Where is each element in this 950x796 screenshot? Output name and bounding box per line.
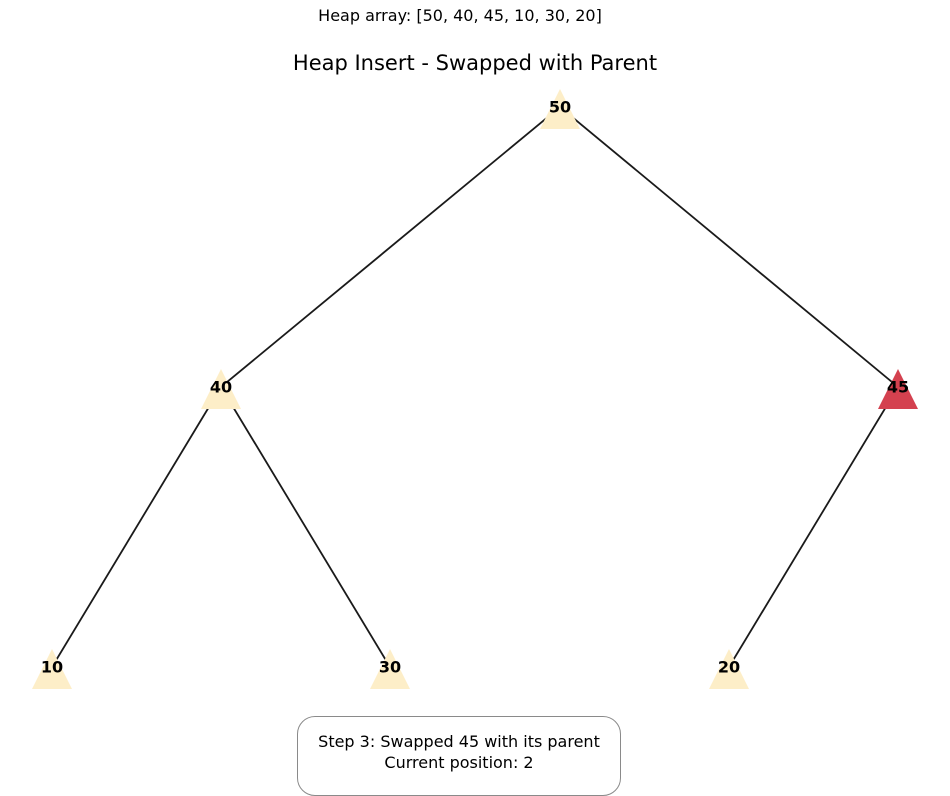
node-label: 20 — [718, 658, 740, 677]
tree-node: 20 — [709, 649, 749, 689]
tree-edge — [220, 106, 561, 388]
node-marker — [32, 649, 72, 689]
step-status-box: Step 3: Swapped 45 with its parent Curre… — [297, 716, 621, 796]
tree-node: 30 — [370, 649, 410, 689]
tree-edge — [728, 386, 899, 668]
node-label: 10 — [41, 658, 63, 677]
node-label: 40 — [210, 378, 232, 397]
node-marker-highlighted — [878, 369, 918, 409]
node-marker — [370, 649, 410, 689]
node-marker — [201, 369, 241, 409]
tree-edges — [51, 106, 899, 668]
tree-edge — [220, 386, 391, 668]
tree-node: 50 — [540, 89, 580, 129]
current-position: Current position: 2 — [384, 753, 534, 772]
tree-nodes: 50 40 45 10 30 20 — [32, 89, 918, 689]
node-marker — [540, 89, 580, 129]
diagram-title: Heap Insert - Swapped with Parent — [292, 51, 658, 75]
heap-array-caption: Heap array: [50, 40, 45, 10, 30, 20] — [318, 6, 602, 25]
tree-edge — [51, 386, 222, 668]
tree-node: 40 — [201, 369, 241, 409]
step-description: Step 3: Swapped 45 with its parent — [318, 732, 600, 751]
node-label: 50 — [549, 98, 571, 117]
node-label: 30 — [379, 658, 401, 677]
node-label: 45 — [887, 378, 909, 397]
tree-node: 45 — [878, 369, 918, 409]
node-marker — [709, 649, 749, 689]
tree-node: 10 — [32, 649, 72, 689]
tree-edge — [559, 106, 899, 388]
